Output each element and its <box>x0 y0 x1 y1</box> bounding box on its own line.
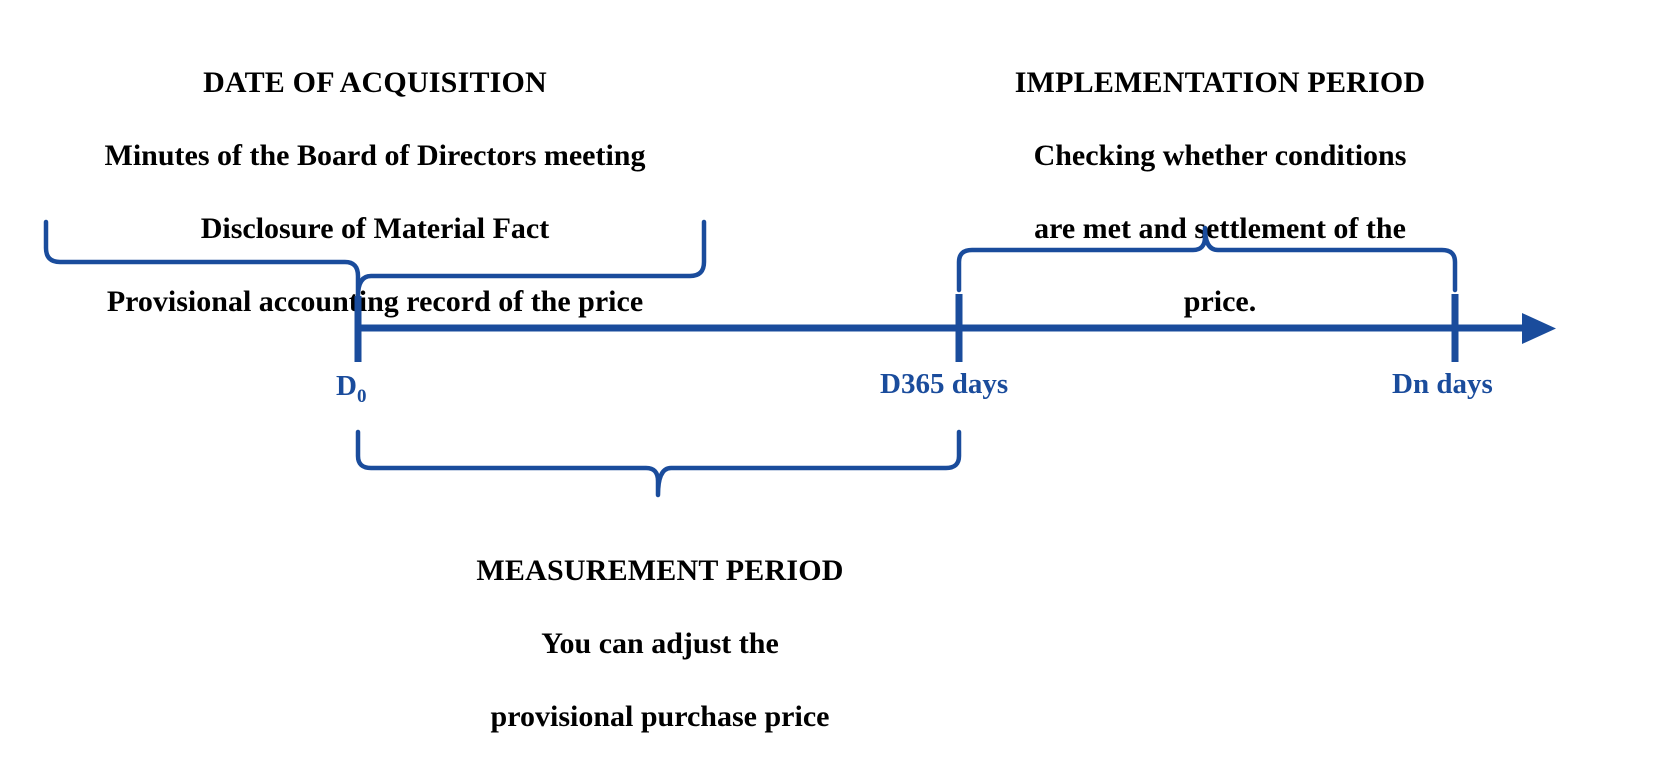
axis-label-d365: D365 days <box>880 368 1009 400</box>
timeline-arrowhead <box>1522 313 1556 344</box>
axis-label-d0-text: D <box>336 370 357 402</box>
measurement-heading: MEASUREMENT PERIOD <box>476 553 844 587</box>
implementation-heading: IMPLEMENTATION PERIOD <box>1014 65 1426 99</box>
implementation-line-2: are met and settlement of the <box>1034 211 1406 245</box>
implementation-line-3: price. <box>1183 285 1257 319</box>
acquisition-line-1: Minutes of the Board of Directors meetin… <box>104 138 646 172</box>
implementation-text-block: IMPLEMENTATION PERIOD Checking whether c… <box>960 28 1480 357</box>
axis-label-d0: D0 <box>336 370 366 408</box>
measurement-line-2: provisional purchase price <box>490 699 830 733</box>
measurement-text-block: MEASUREMENT PERIOD You can adjust the pr… <box>400 516 920 762</box>
axis-label-dn: Dn days <box>1392 368 1493 400</box>
implementation-brace <box>956 225 1458 293</box>
acquisition-heading: DATE OF ACQUISITION <box>203 65 547 99</box>
measurement-line-1: You can adjust the <box>541 626 779 660</box>
measurement-brace <box>355 429 962 498</box>
acquisition-brace <box>43 219 707 299</box>
acquisition-line-3: Provisional accounting record of the pri… <box>106 285 644 319</box>
acquisition-line-2: Disclosure of Material Fact <box>200 211 550 245</box>
acquisition-text-block: DATE OF ACQUISITION Minutes of the Board… <box>30 28 720 357</box>
axis-label-d0-subscript: 0 <box>356 385 367 407</box>
implementation-line-1: Checking whether conditions <box>1033 138 1407 172</box>
